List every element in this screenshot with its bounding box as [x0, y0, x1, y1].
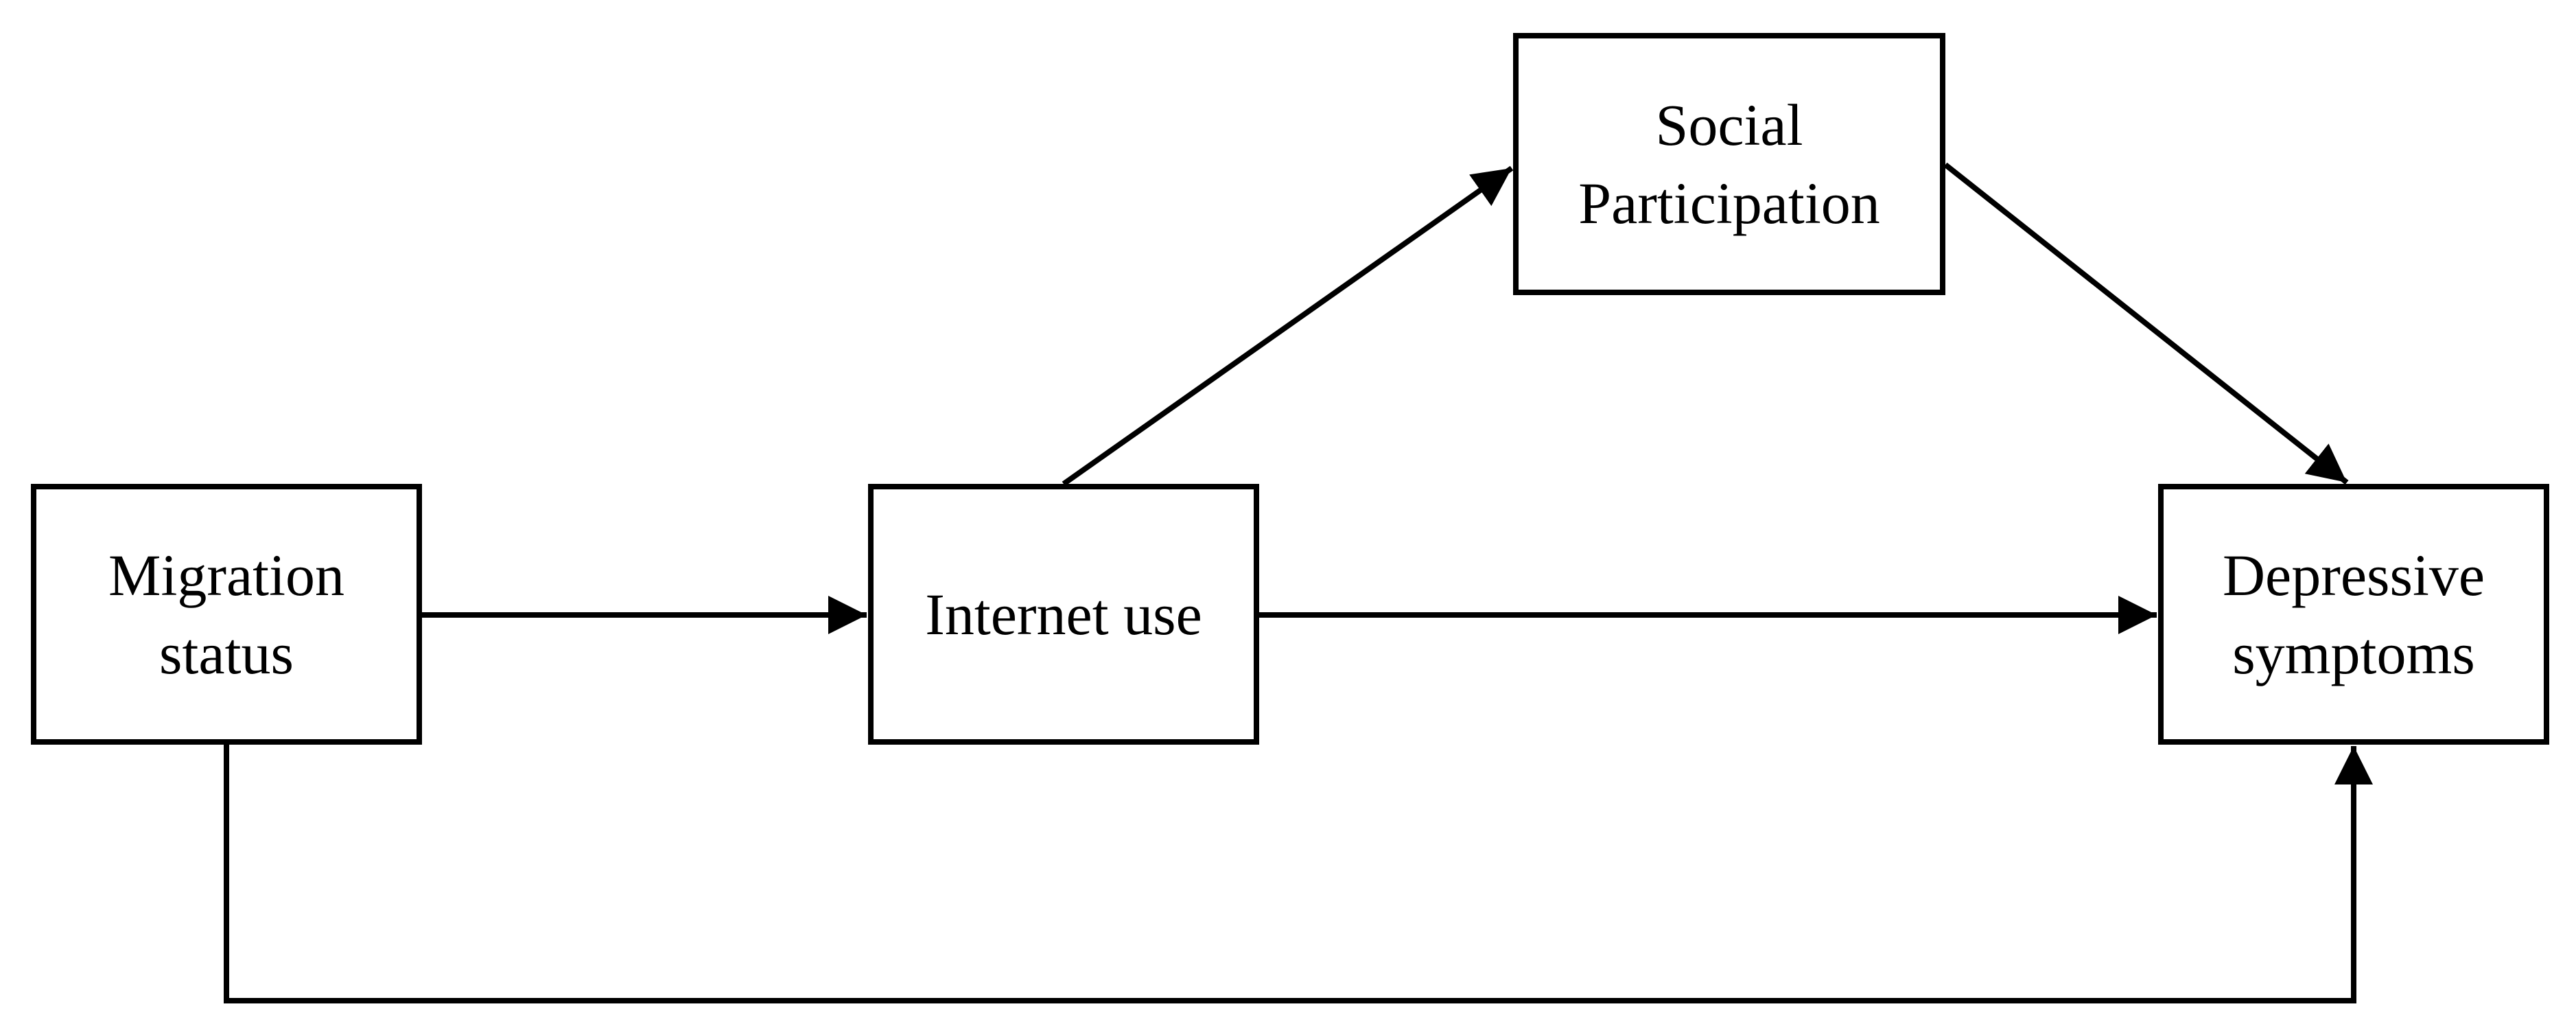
node-migration-status: Migration status: [31, 484, 422, 745]
node-depressive-symptoms-line2: symptoms: [2232, 620, 2475, 686]
arrow-social-to-depressive: [1943, 162, 2349, 485]
node-social-participation: Social Participation: [1513, 33, 1945, 295]
node-internet-use: Internet use: [868, 484, 1259, 745]
node-migration-status-line2: status: [159, 620, 294, 686]
node-social-participation-line1: Social: [1655, 91, 1803, 158]
arrow-internet-to-social: [1062, 165, 1514, 487]
node-social-participation-line2: Participation: [1578, 170, 1880, 236]
arrow-migration-to-depressive: [224, 745, 2373, 1003]
node-depressive-symptoms: Depressive symptoms: [2158, 484, 2549, 745]
node-depressive-symptoms-line1: Depressive: [2222, 542, 2485, 608]
node-migration-status-line1: Migration: [108, 542, 344, 608]
node-internet-use-label: Internet use: [925, 581, 1202, 647]
